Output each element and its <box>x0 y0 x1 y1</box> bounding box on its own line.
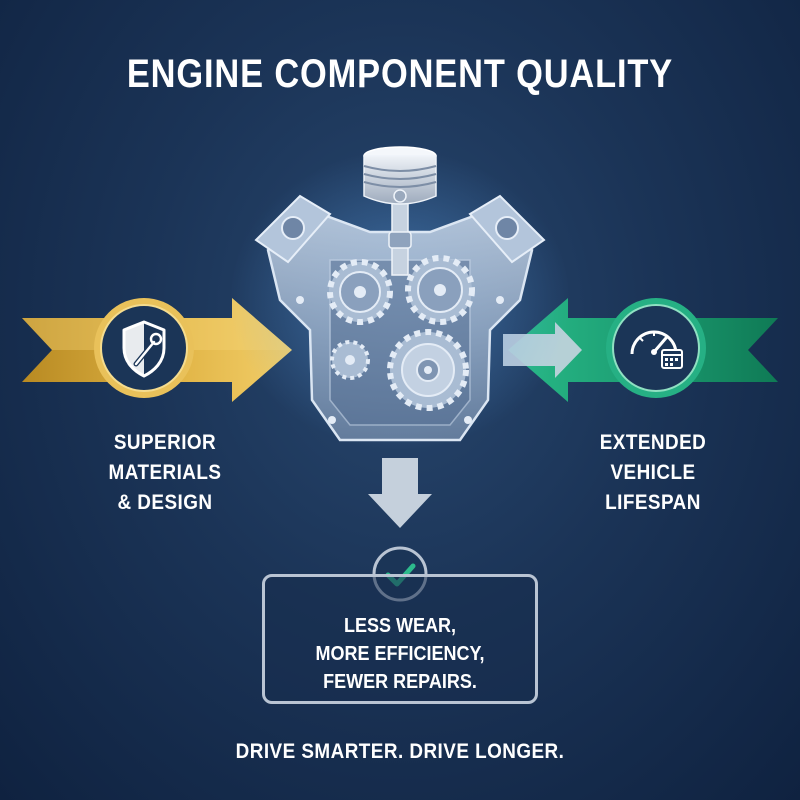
down-arrow <box>368 458 432 528</box>
left-label-line: MATERIALS <box>108 461 222 484</box>
result-text: LESS WEAR, MORE EFFICIENCY, FEWER REPAIR… <box>276 612 524 696</box>
shield-wrench-icon <box>122 320 166 378</box>
left-label-line: & DESIGN <box>117 491 213 514</box>
piston-icon <box>363 146 437 205</box>
tagline: DRIVE SMARTER. DRIVE LONGER. <box>235 740 565 763</box>
result-line: FEWER REPAIRS. <box>323 671 477 693</box>
gear-icon <box>405 255 475 325</box>
extended-lifespan-label: EXTENDED VEHICLE LIFESPAN <box>559 428 748 518</box>
result-line: MORE EFFICIENCY, <box>315 643 485 665</box>
gear-icon <box>387 329 469 411</box>
right-badge <box>606 298 706 398</box>
result-line: LESS WEAR, <box>343 615 456 637</box>
page-title: ENGINE COMPONENT QUALITY <box>126 52 674 96</box>
engine-block-icon <box>230 146 570 450</box>
superior-materials-label: SUPERIOR MATERIALS & DESIGN <box>71 428 260 518</box>
right-label-line: VEHICLE <box>610 461 696 484</box>
result-box <box>262 574 538 704</box>
gear-icon <box>327 259 393 325</box>
gear-icon <box>330 340 370 380</box>
left-label-line: SUPERIOR <box>113 431 217 454</box>
left-badge <box>94 298 194 398</box>
right-label-line: LIFESPAN <box>605 491 701 514</box>
gauge-calendar-icon <box>630 330 683 369</box>
right-label-line: EXTENDED <box>599 431 707 454</box>
